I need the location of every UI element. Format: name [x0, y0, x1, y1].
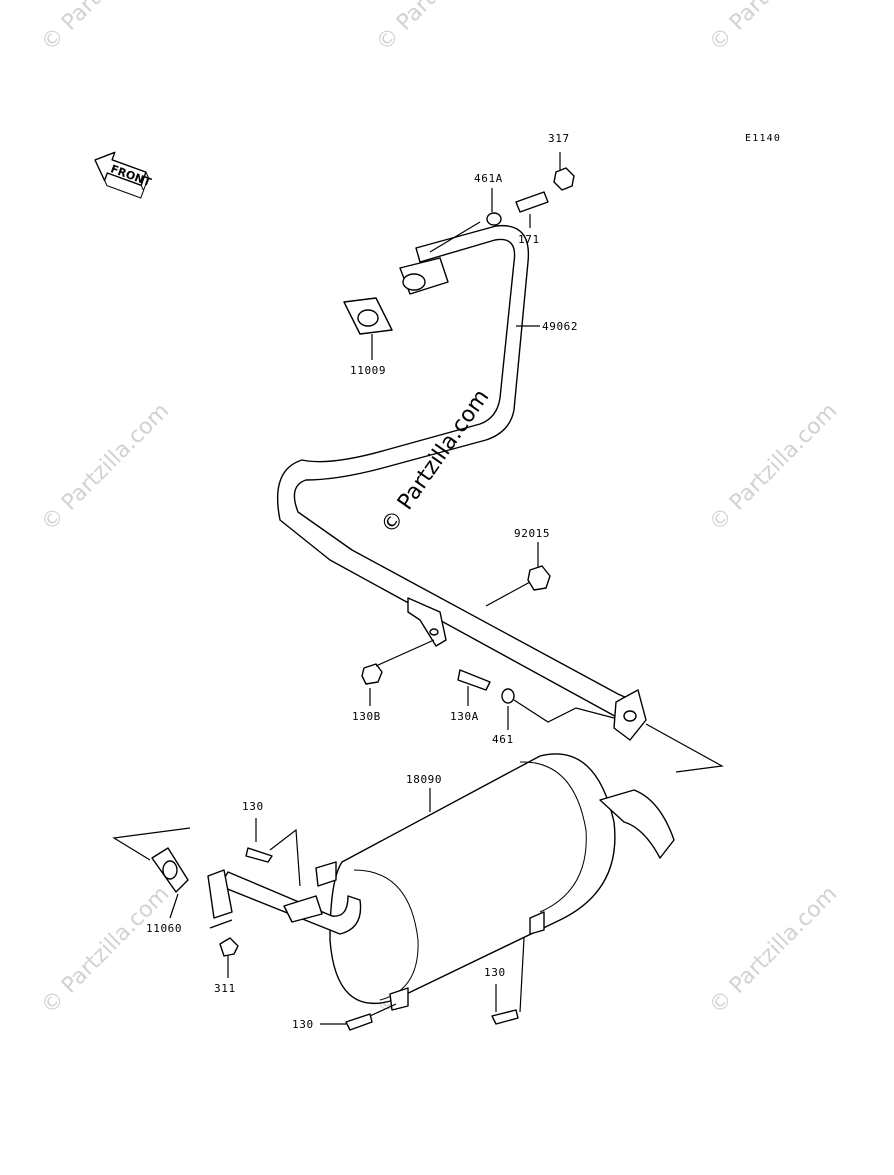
callout-461A: 461A [474, 172, 503, 185]
front-arrow-icon: FRONT [94, 151, 153, 199]
callout-49062: 49062 [542, 320, 578, 333]
callout-130A: 130A [450, 710, 479, 723]
exhaust-pipe-49062 [276, 224, 647, 741]
callout-18090: 18090 [406, 773, 442, 786]
washer-461 [501, 688, 515, 704]
nut-92015 [527, 565, 551, 591]
nut-317 [553, 167, 575, 191]
callout-311: 311 [214, 982, 236, 995]
watermark: © Partzilla.com [37, 399, 175, 537]
callout-130B: 130B [352, 710, 381, 723]
bolt-130-top [245, 847, 273, 863]
gasket-11060 [151, 847, 189, 893]
callout-171: 171 [518, 233, 540, 246]
callout-labels: 317 461A 171 49062 11009 92015 130B 130A… [146, 132, 578, 1031]
watermark: © Partzilla.com [705, 399, 843, 537]
watermark: © Partzilla.com [705, 882, 843, 1020]
callout-11009: 11009 [350, 364, 386, 377]
callout-130-top: 130 [242, 800, 264, 813]
callout-130-bottom-left: 130 [292, 1018, 314, 1031]
muffler-18090 [207, 753, 675, 1011]
callout-92015: 92015 [514, 527, 550, 540]
bolt-130-right [491, 1009, 519, 1025]
watermark: © Partzilla.com [37, 0, 175, 56]
bolt-130A [457, 669, 491, 691]
washer-461A [486, 212, 502, 226]
watermark: © Partzilla.com [37, 882, 175, 1020]
bolt-130-bottom-left [345, 1013, 373, 1031]
leader-lines [112, 152, 724, 1025]
callout-317: 317 [548, 132, 570, 145]
stud-171 [515, 191, 549, 213]
callout-11060: 11060 [146, 922, 182, 935]
gasket-11009 [343, 297, 393, 335]
diagram-code: E1140 [745, 133, 781, 144]
callout-461: 461 [492, 733, 514, 746]
bolt-130B [361, 663, 383, 685]
nut-311 [219, 937, 239, 957]
watermark: © Partzilla.com [372, 0, 510, 56]
callout-130-right: 130 [484, 966, 506, 979]
watermark: © Partzilla.com [705, 0, 843, 56]
